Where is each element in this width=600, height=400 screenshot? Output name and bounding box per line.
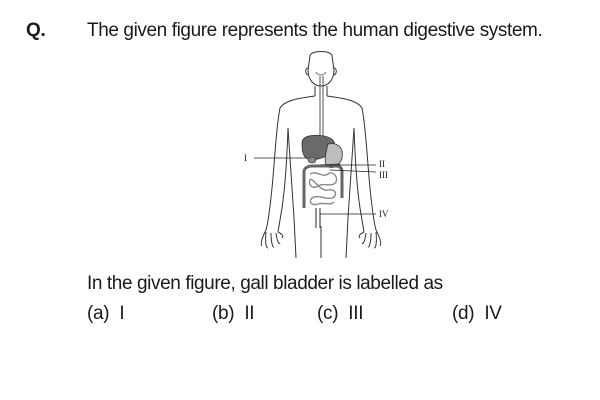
hand-right (358, 229, 382, 249)
arm-left-outer (265, 95, 316, 231)
ear-left (305, 67, 309, 76)
digestive-system-figure: I II III IV (244, 51, 389, 258)
arm-right-outer (326, 95, 377, 231)
rectum (315, 208, 321, 228)
arm-left-inner (277, 127, 289, 233)
figure-label-iv: IV (379, 209, 389, 219)
gall-bladder (307, 156, 317, 164)
hand-left (260, 229, 284, 249)
small-intestine (308, 172, 338, 206)
figure-label-ii: II (379, 159, 385, 169)
sub-question-text: In the given figure, gall bladder is lab… (87, 273, 443, 294)
question-number: Q. (26, 20, 46, 41)
option-a[interactable]: (a) I (87, 303, 125, 325)
option-b[interactable]: (b) II (212, 303, 255, 325)
option-c[interactable]: (c) III (317, 303, 364, 325)
neck-outline (314, 86, 328, 96)
head-outline (307, 51, 335, 87)
option-d-value: IV (484, 303, 502, 324)
mouth-outline (315, 71, 327, 76)
torso-left (287, 127, 297, 258)
option-c-value: III (348, 303, 364, 324)
ear-right (333, 67, 337, 76)
label-line-iii (329, 169, 377, 173)
option-b-value: II (244, 303, 255, 324)
option-d-key: (d) (452, 303, 475, 324)
esophagus (319, 76, 324, 136)
question-text: The given figure represents the human di… (87, 20, 543, 41)
answer-options: (a) I (b) II (c) III (d) IV (87, 303, 567, 329)
option-a-value: I (119, 303, 125, 324)
torso-right (345, 127, 355, 258)
option-d[interactable]: (d) IV (452, 303, 502, 325)
figure-label-i: I (244, 153, 247, 163)
figure-label-iii: III (379, 170, 388, 180)
large-intestine (302, 164, 344, 208)
option-c-key: (c) (317, 303, 339, 324)
option-a-key: (a) (87, 303, 110, 324)
option-b-key: (b) (212, 303, 235, 324)
arm-right-inner (353, 127, 365, 233)
